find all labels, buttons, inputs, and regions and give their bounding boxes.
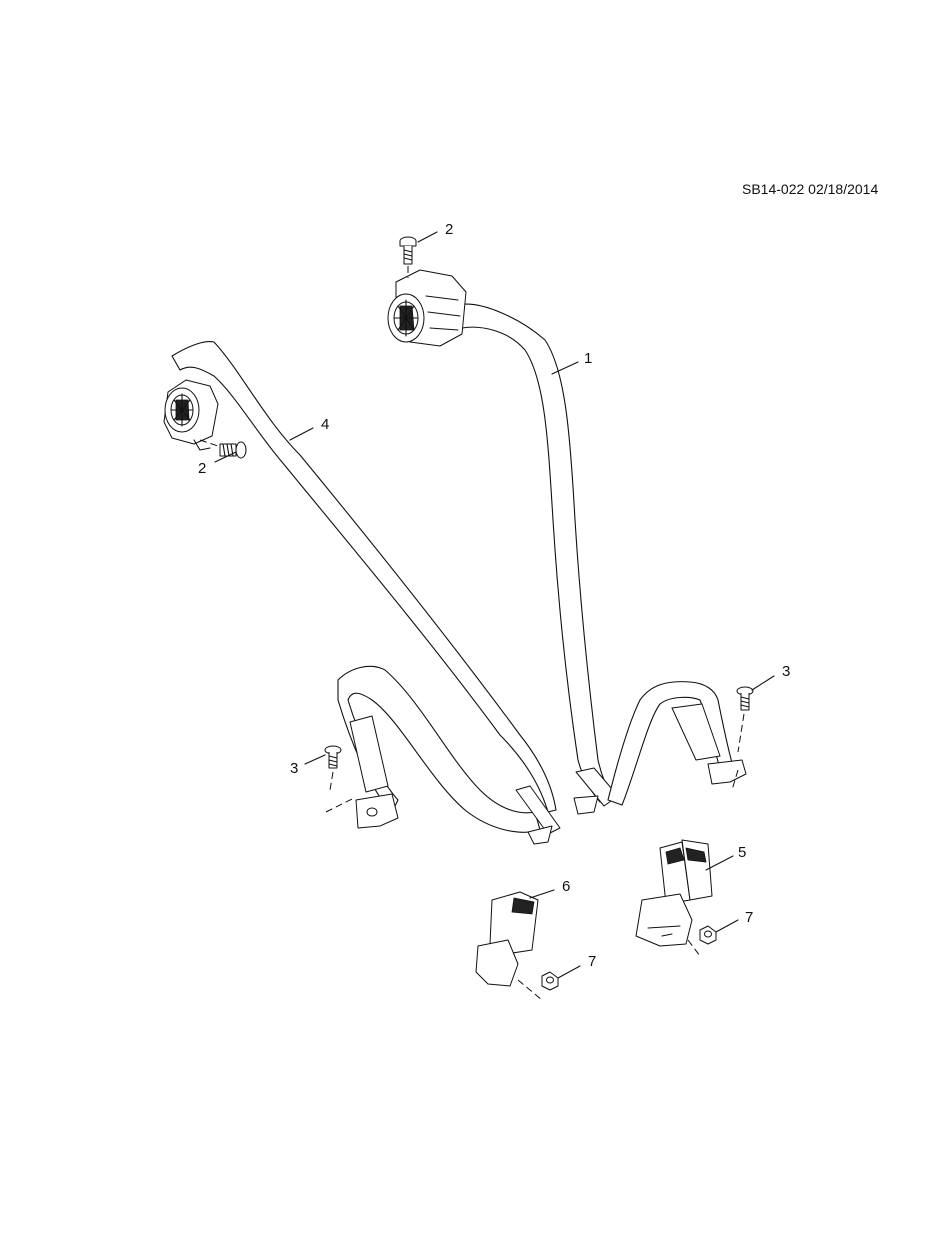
- lap-belt-right: [607, 681, 747, 806]
- callout-2-left: 2: [198, 460, 206, 477]
- callouts: 1 2 2 3 3 4 5 6 7 7: [198, 221, 790, 970]
- callout-3-left: 3: [290, 760, 298, 777]
- callout-3-right: 3: [782, 663, 790, 680]
- nut-left: [541, 971, 559, 991]
- retractor-left: [163, 379, 219, 451]
- reference-code: SB14-022 02/18/2014: [742, 181, 879, 197]
- callout-2-top: 2: [445, 221, 453, 238]
- callout-4: 4: [321, 416, 329, 433]
- callout-5: 5: [738, 844, 746, 861]
- retractor-right: [387, 269, 467, 347]
- callout-6: 6: [562, 878, 570, 895]
- bolt-top: [399, 236, 417, 278]
- bolt-left: [199, 439, 247, 459]
- leader-lines: [214, 231, 775, 979]
- buckle-double: [635, 839, 713, 957]
- bolt-lower-right: [731, 686, 754, 791]
- belt-1: [457, 303, 613, 803]
- buckle-single: [475, 891, 543, 1001]
- belt-4: [171, 341, 557, 813]
- lap-belt-left: [337, 665, 541, 833]
- callout-1: 1: [584, 350, 592, 367]
- belt-guide-loops: [515, 767, 619, 845]
- nut-right: [699, 925, 717, 945]
- bolt-lower-left: [324, 745, 355, 813]
- callout-7-left: 7: [588, 953, 596, 970]
- callout-7-right: 7: [745, 909, 753, 926]
